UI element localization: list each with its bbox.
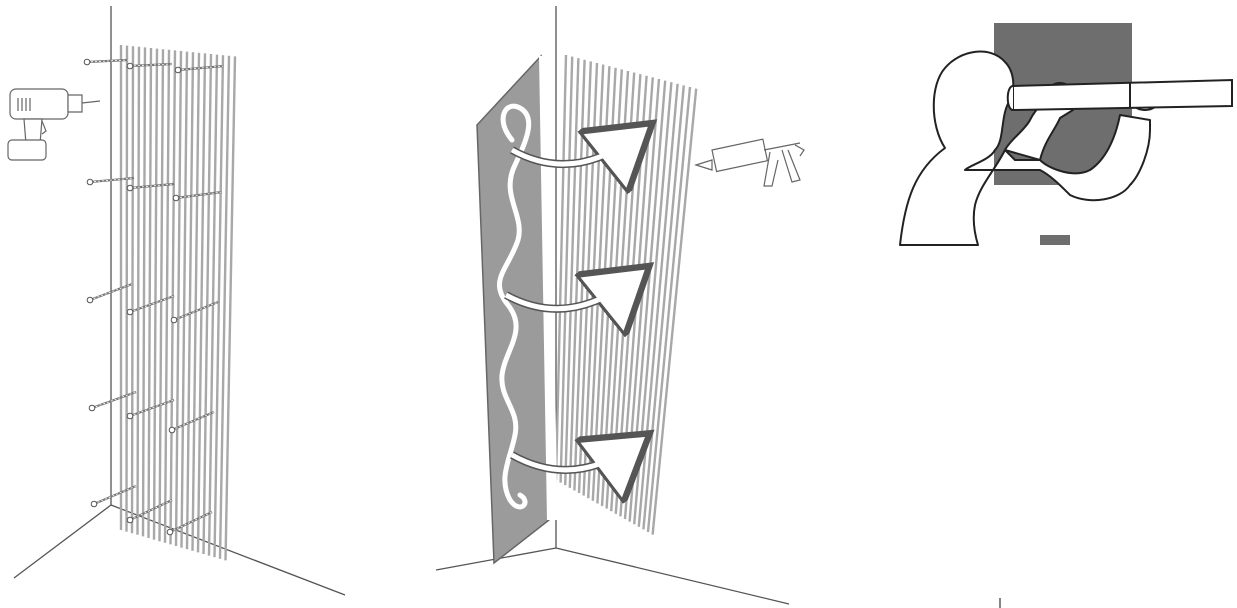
caulking-gun-icon [693,138,805,187]
wall-slat [147,47,153,539]
wall-slat [637,83,679,527]
screw-icon [126,62,173,70]
wall-slat [130,46,135,534]
screw-icon [168,410,215,434]
wall-slat [163,49,171,543]
screw-fasteners [83,58,225,536]
wall-slat [174,50,183,547]
slatted-wall-panel [554,54,698,535]
wall-slat [136,46,141,535]
wall-slat [218,55,231,559]
screw-icon [90,484,137,508]
screw-icon [126,294,175,316]
room-corner-lines [13,6,346,596]
wall-slat [180,51,189,548]
wall-slat [651,88,698,535]
wall-slat [202,53,213,555]
wall-slat [191,52,201,551]
screw-icon [166,511,213,536]
wall-slat [554,54,568,481]
step-1-panel [7,6,346,596]
pressure-roller-icon [1006,78,1233,112]
step-3-panel [899,23,1233,246]
panel-back-side [476,54,558,565]
wall-slat [564,58,580,486]
screw-icon [86,176,135,186]
screw-icon [126,182,175,192]
press-arrows [504,133,640,470]
wall-slat [642,85,685,530]
wall-slat [185,52,195,550]
wall-slat [152,48,159,540]
step-2-panel [435,6,805,605]
screw-icon [83,58,129,66]
wall-slat [646,86,692,533]
wall-slat [158,49,165,542]
screw-icon [174,64,225,74]
screw-icon [126,499,173,524]
screw-icon [172,190,223,202]
wall-slat [559,56,574,483]
screw-icon [170,300,219,324]
screw-icon [86,282,133,304]
screw-icon [88,390,137,412]
wall-slat [125,45,129,532]
dark-panel-lower [1040,235,1070,245]
adhesive-bead [496,103,532,510]
cordless-drill-icon [7,88,101,161]
wall-slat [213,55,225,558]
wall-slat [224,56,237,561]
screw-icon [126,398,175,420]
wall-slat [196,53,207,553]
wall-slat [141,47,147,537]
